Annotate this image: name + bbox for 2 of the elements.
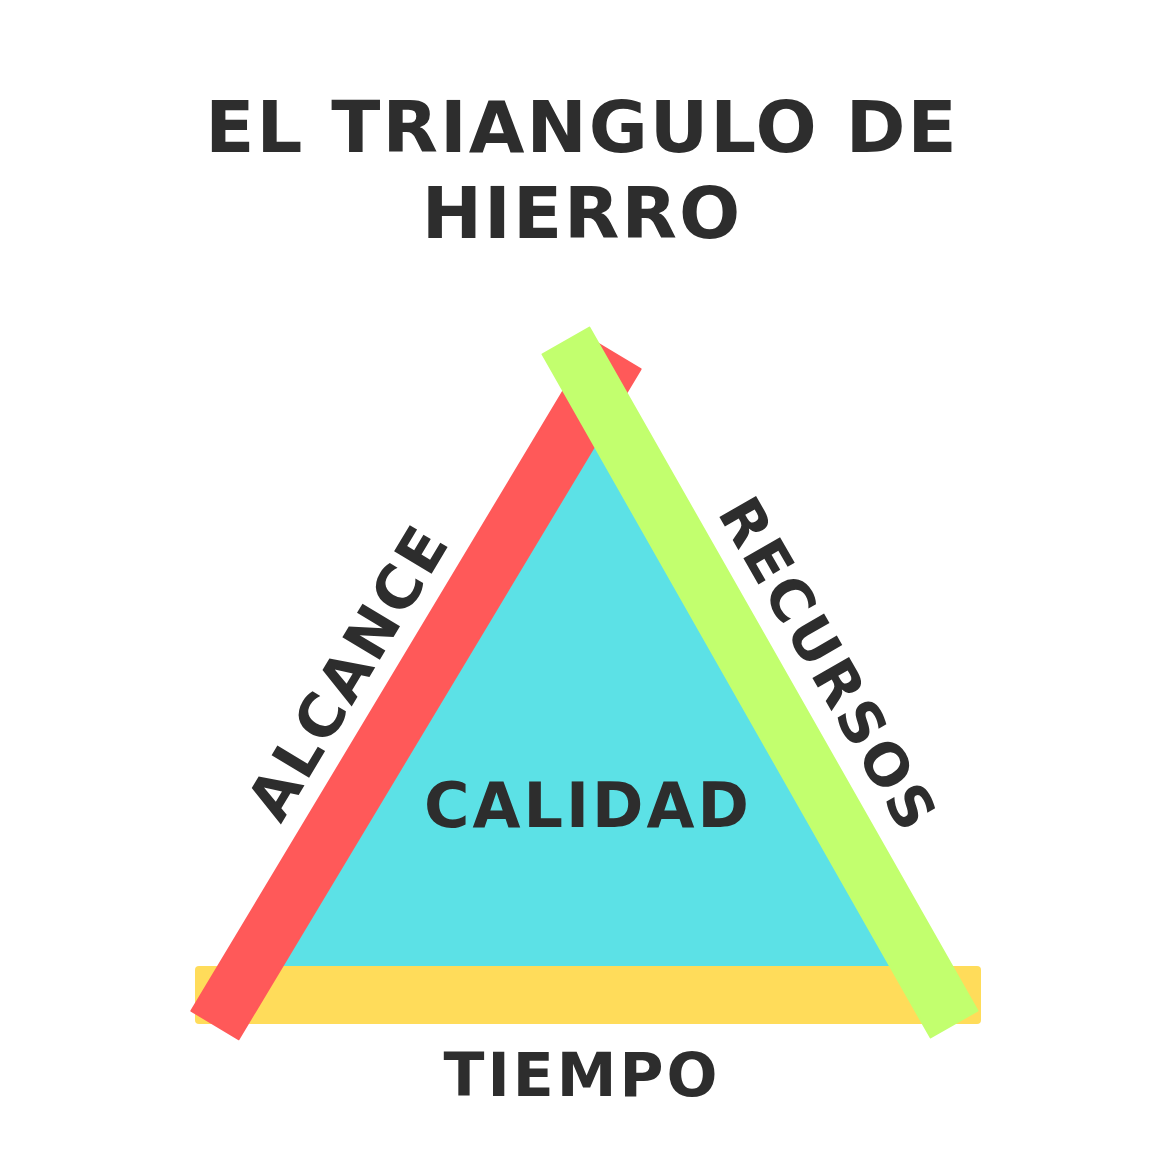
side-label: TIEMPO: [443, 1045, 721, 1105]
title: EL TRIANGULO DE HIERRO: [204, 84, 960, 256]
